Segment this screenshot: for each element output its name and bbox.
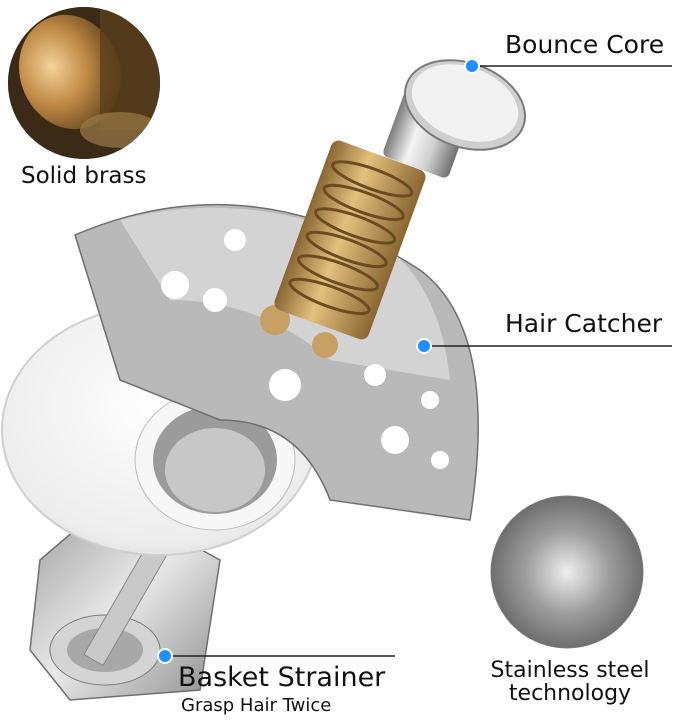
callout-hair-catcher (416, 338, 672, 354)
solid-brass-label: Solid brass (21, 163, 147, 189)
bounce-core-cap (383, 59, 527, 178)
bounce-core-label: Bounce Core (505, 30, 665, 59)
solid-brass-inset (8, 7, 160, 159)
callout-basket-strainer (157, 648, 395, 664)
hair-catcher-label: Hair Catcher (505, 309, 663, 338)
callout-bounce-core (464, 58, 672, 74)
basket-strainer-label: Basket Strainer (178, 662, 386, 693)
stainless-steel-label-line2: technology (508, 681, 632, 707)
stainless-steel-label: Stainless steel technology (486, 659, 654, 705)
stainless-steel-label-line1: Stainless steel (490, 658, 650, 683)
basket-strainer-sublabel: Grasp Hair Twice (181, 695, 332, 716)
stainless-steel-disc (490, 495, 644, 649)
brass-spring-rod (274, 140, 426, 340)
